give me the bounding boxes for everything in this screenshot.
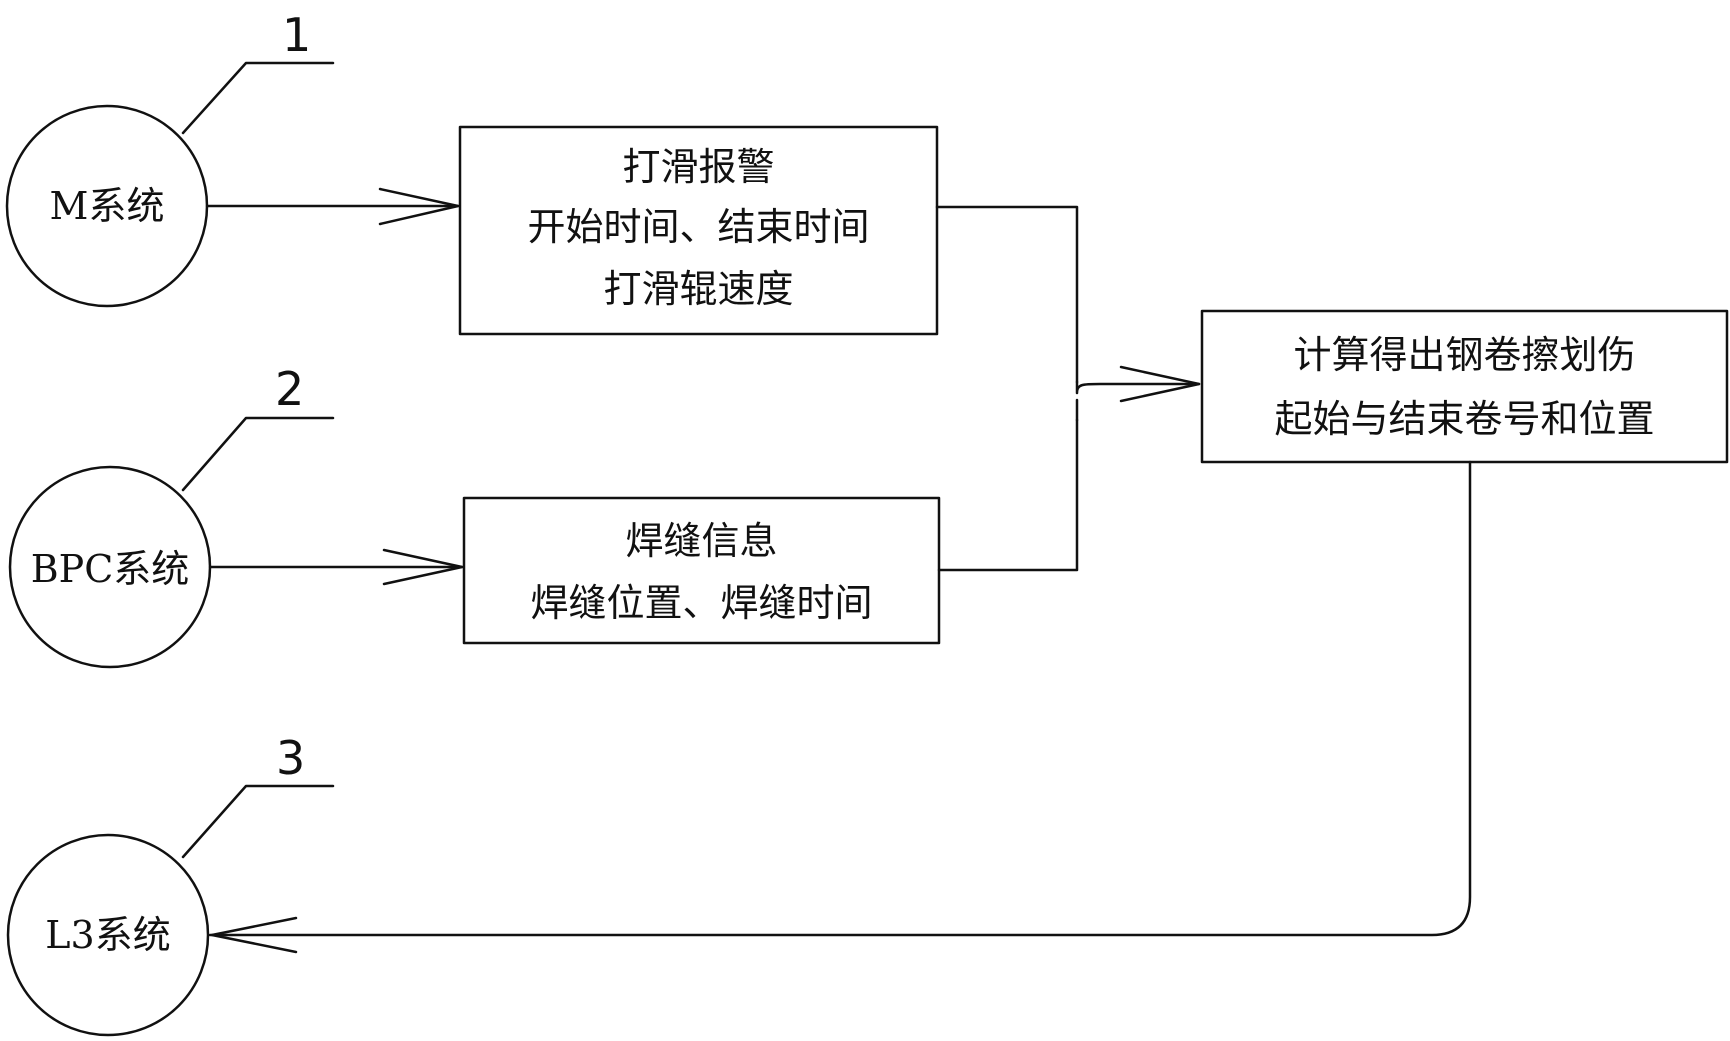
m-system-label: M系统 bbox=[7, 187, 207, 225]
slip-alarm-roll-speed: 打滑辊速度 bbox=[460, 270, 937, 308]
slip-to-merge-line bbox=[937, 207, 1077, 382]
slip-alarm-times: 开始时间、结束时间 bbox=[460, 208, 937, 246]
m-system-number: 1 bbox=[282, 12, 311, 58]
bpc-system-leader bbox=[183, 418, 333, 490]
l3-system-leader bbox=[183, 786, 333, 857]
weld-info-title: 焊缝信息 bbox=[464, 522, 939, 560]
weld-to-merge-line bbox=[939, 420, 1077, 570]
bpc-system-label: BPC系统 bbox=[10, 550, 210, 588]
m-system-leader bbox=[183, 63, 333, 133]
result-line-1: 计算得出钢卷擦划伤 bbox=[1202, 336, 1727, 374]
bpc-system-number: 2 bbox=[275, 366, 304, 412]
weld-info-details: 焊缝位置、焊缝时间 bbox=[464, 584, 939, 622]
l3-system-number: 3 bbox=[276, 735, 305, 781]
result-line-2: 起始与结束卷号和位置 bbox=[1202, 400, 1727, 438]
l3-system-label: L3系统 bbox=[8, 916, 208, 954]
slip-alarm-title: 打滑报警 bbox=[460, 148, 937, 186]
